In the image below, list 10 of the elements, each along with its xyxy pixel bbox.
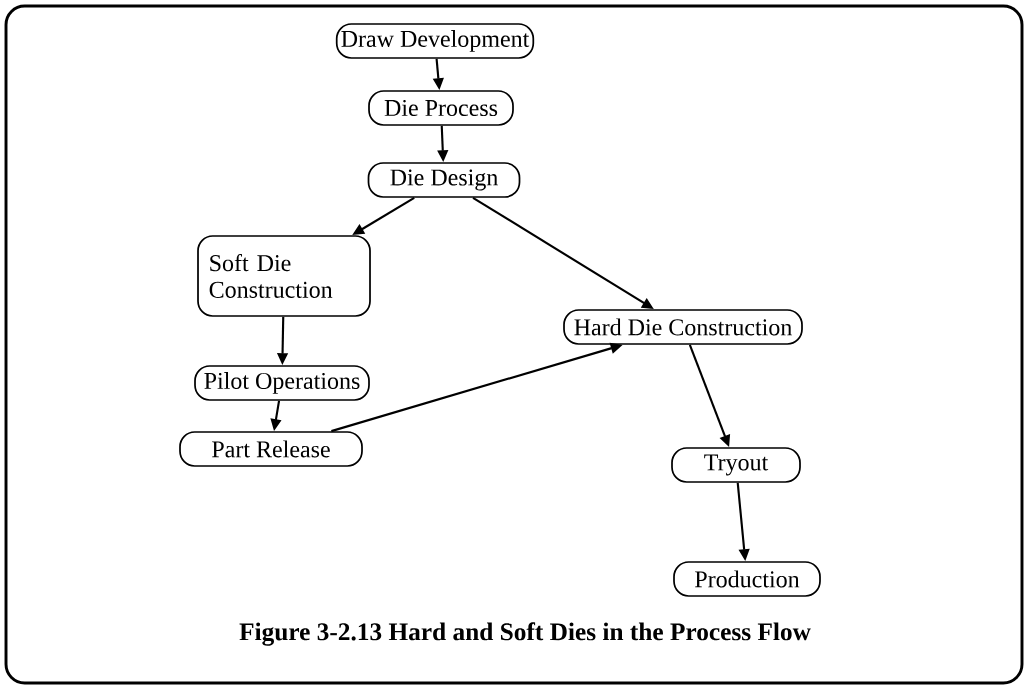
figure-caption: Figure 3-2.13 Hard and Soft Dies in the Process Flow bbox=[239, 622, 811, 646]
process-box: Hard Die Construction bbox=[563, 309, 803, 345]
process-box: Draw Development bbox=[335, 23, 535, 59]
process-box: Soft Die Construction bbox=[197, 235, 371, 317]
process-box: Pilot Operations bbox=[194, 365, 370, 401]
process-box: Die Process bbox=[368, 90, 514, 126]
process-box: Production bbox=[673, 561, 821, 597]
process-box: Part Release bbox=[179, 431, 363, 467]
process-box: Tryout bbox=[671, 447, 801, 483]
process-box: Die Design bbox=[367, 162, 521, 198]
